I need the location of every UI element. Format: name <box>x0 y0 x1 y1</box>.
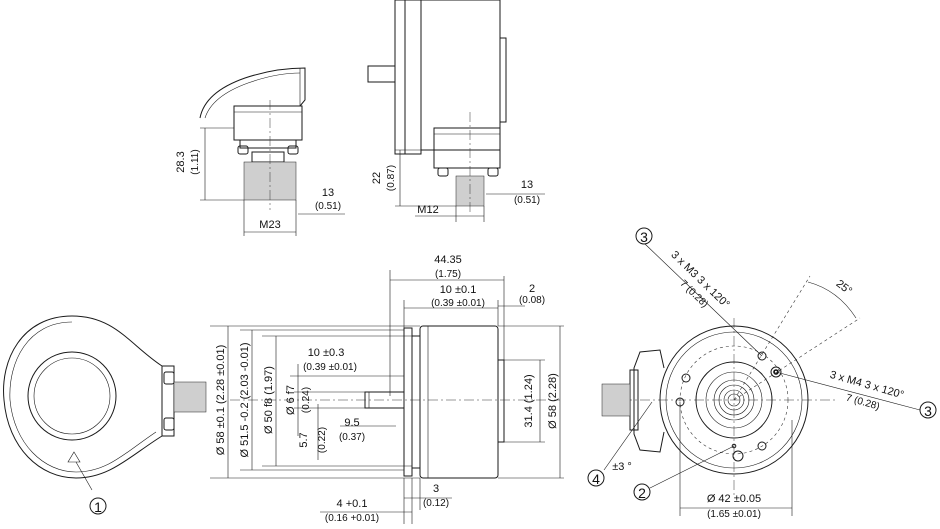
dim-10-03: 10 ±0.3 <box>308 347 345 359</box>
callout-1 <box>89 497 107 515</box>
dim-22-in: (0.87) <box>386 165 397 191</box>
dim-5-7-in: (0.22) <box>317 427 328 453</box>
dim-2: 2 <box>529 283 535 295</box>
dim-42: Ø 42 ±0.05 <box>707 493 761 505</box>
view-side-section <box>210 270 564 524</box>
dim-6-f7: Ø 6 f7 <box>285 385 297 415</box>
dim-42-in: (1.65 ±0.01) <box>707 509 761 520</box>
dim-10-03-in: (0.39 ±0.01) <box>303 362 357 373</box>
view-front <box>601 243 921 516</box>
dim-2-in: (0.08) <box>519 295 545 306</box>
dim-m4-7: 7 (0.28) <box>845 393 881 413</box>
dim-58: Ø 58 (2.28) <box>547 373 559 429</box>
callout-2 <box>633 483 651 501</box>
dim-m12: M12 <box>417 204 438 216</box>
dim-10-01-in: (0.39 ±0.01) <box>431 298 485 309</box>
dim-58-01: Ø 58 ±0.1 (2.28 ±0.01) <box>215 345 227 456</box>
dim-10-01: 10 ±0.1 <box>440 284 477 296</box>
view-side-m12 <box>367 0 545 222</box>
dim-9-5: 9.5 <box>344 417 359 429</box>
dim-28-3-in: (1.11) <box>190 149 201 174</box>
callout-4 <box>587 469 605 487</box>
view-connector-m23 <box>199 67 345 236</box>
dim-25: 25° <box>834 278 855 298</box>
callout-3b <box>919 401 937 419</box>
callout-1-label: 1 <box>94 499 102 515</box>
dim-50-f8: Ø 50 f8 (1.97) <box>263 366 275 434</box>
callout-3a <box>635 227 653 245</box>
dim-3-in: (0.12) <box>423 498 449 509</box>
dim-m4: 3 x M4 3 x 120° <box>828 369 905 402</box>
view-end-left <box>3 315 207 491</box>
dim-m23: M23 <box>259 219 280 231</box>
dim-13a-in: (0.51) <box>315 201 341 212</box>
dim-22: 22 <box>371 172 383 184</box>
callout-3b-label: 3 <box>924 403 932 419</box>
dim-pm3: ±3 ° <box>612 461 632 473</box>
dim-44-35: 44.35 <box>434 254 462 266</box>
dim-9-5-in: (0.37) <box>339 432 365 443</box>
dim-13a: 13 <box>322 187 334 199</box>
dim-13b-in: (0.51) <box>514 195 540 206</box>
dim-44-35-in: (1.75) <box>435 269 461 280</box>
dim-31-4: 31.4 (1.24) <box>523 374 535 427</box>
callout-2-label: 2 <box>638 485 646 501</box>
dim-3: 3 <box>433 483 439 495</box>
dim-6-f7-in: (0.24) <box>301 387 312 413</box>
callout-3a-label: 3 <box>640 229 648 245</box>
dim-13b: 13 <box>521 179 533 191</box>
dim-4-01: 4 +0.1 <box>337 498 368 510</box>
dim-5-7: 5.7 <box>298 432 310 447</box>
dim-28-3: 28.3 <box>175 151 187 172</box>
callout-4-label: 4 <box>592 471 600 487</box>
dim-4-01-in: (0.16 +0.01) <box>325 513 379 524</box>
dim-51-5: Ø 51.5 -0.2 (2.03 -0.01) <box>239 343 251 458</box>
